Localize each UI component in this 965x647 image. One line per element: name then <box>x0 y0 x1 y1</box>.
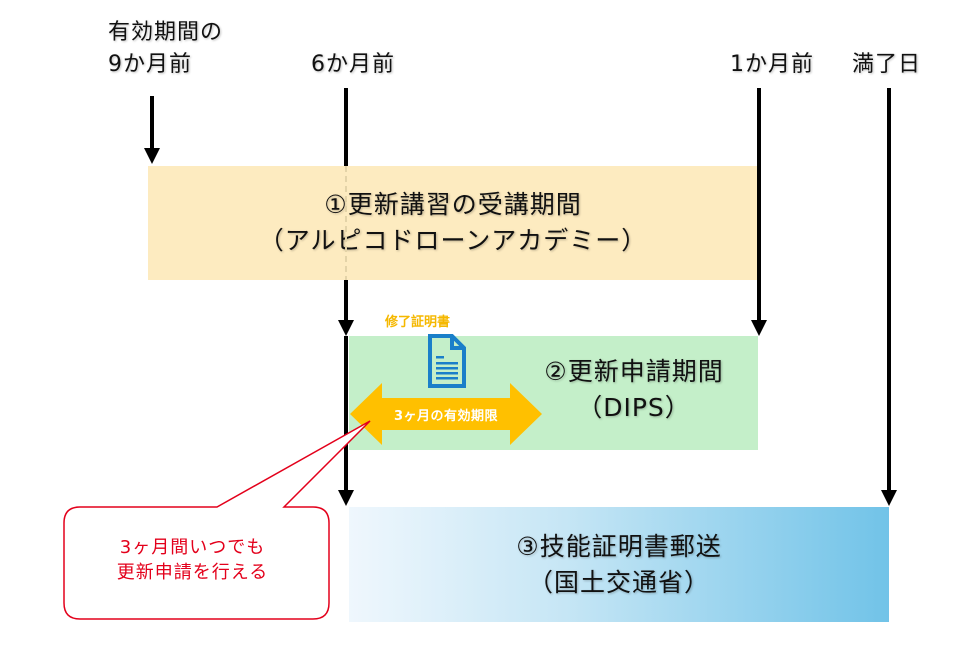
application-period-box: ②更新申請期間 （DIPS） <box>349 336 758 450</box>
arrow-9-months <box>144 96 160 164</box>
arrow-1-month <box>751 88 767 336</box>
application-period-subtitle: （DIPS） <box>577 393 691 422</box>
validity-arrow-label-wrap: 3ヶ月の有効期限 <box>350 398 542 430</box>
marker-label-expiry: 満了日 <box>852 52 922 77</box>
marker-label-9-months-line1: 有効期間の <box>108 20 224 45</box>
callout-line2: 更新申請を行える <box>116 562 269 583</box>
course-period-title: ①更新講習の受講期間 <box>324 190 582 219</box>
marker-label-9-months-line2: 9か月前 <box>108 52 192 77</box>
certificate-mailing-box: ③技能証明書郵送 （国土交通省） <box>349 507 889 622</box>
validity-double-arrow <box>350 383 542 445</box>
validity-arrow-label: 3ヶ月の有効期限 <box>393 408 499 424</box>
arrow-expiry <box>881 88 897 506</box>
callout-bubble <box>63 420 371 620</box>
callout-text: 3ヶ月間いつでも 更新申請を行える <box>65 535 320 585</box>
marker-label-6-months: 6か月前 <box>311 52 395 77</box>
course-period-box: ①更新講習の受講期間 （アルピコドローンアカデミー） <box>148 166 758 280</box>
application-period-title: ②更新申請期間 <box>544 357 724 386</box>
course-period-subtitle: （アルピコドローンアカデミー） <box>258 226 648 255</box>
certificate-label: 修了証明書 <box>385 315 451 330</box>
marker-label-1-month: 1か月前 <box>730 52 814 77</box>
arrow-6-months <box>338 88 354 506</box>
certificate-mailing-title: ③技能証明書郵送 <box>516 531 722 561</box>
document-icon <box>428 334 466 388</box>
certificate-mailing-subtitle: （国土交通省） <box>527 567 710 597</box>
callout-line1: 3ヶ月間いつでも <box>119 537 266 558</box>
